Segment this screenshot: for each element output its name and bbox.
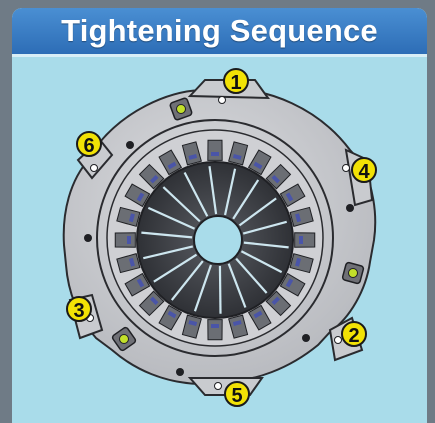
- diaphragm-tooth: [279, 272, 306, 297]
- spline-mark: [136, 192, 145, 202]
- diaphragm-tooth: [265, 163, 292, 190]
- diaphragm-tooth: [265, 290, 292, 317]
- spline-mark: [285, 278, 294, 288]
- bolt-hole: [346, 204, 354, 212]
- diaphragm-finger-slot: [170, 260, 204, 301]
- bolt-head: [341, 261, 365, 285]
- diaphragm-finger-slot: [162, 186, 201, 223]
- diaphragm-tooth: [247, 149, 272, 176]
- diaphragm-finger-slot: [183, 172, 209, 217]
- spline-mark: [253, 161, 263, 170]
- diaphragm-teeth: [114, 139, 316, 341]
- spline-mark: [271, 296, 281, 306]
- diaphragm-tooth: [247, 304, 272, 331]
- ear-hole: [90, 164, 98, 172]
- bolt-hole: [126, 141, 134, 149]
- diaphragm-tooth: [289, 253, 314, 274]
- diaphragm-finger-slot: [193, 264, 212, 312]
- diaphragm-finger-slot: [235, 257, 268, 294]
- sequence-label-3: 3: [66, 296, 92, 322]
- sequence-label-6: 6: [76, 131, 102, 157]
- ear-hole: [214, 382, 222, 390]
- spline-mark: [295, 213, 302, 223]
- diaphragm-tooth: [294, 232, 316, 248]
- spline-mark: [232, 153, 242, 160]
- spline-mark: [232, 320, 242, 327]
- diaphragm-finger-slot: [232, 179, 260, 220]
- bolt-hole: [176, 368, 184, 376]
- center-hub-hole: [193, 215, 243, 265]
- svg-text:4: 4: [358, 161, 370, 183]
- sequence-label-4: 4: [351, 157, 377, 183]
- diaphragm-finger-slot: [243, 241, 289, 249]
- diaphragm-tooth: [116, 206, 141, 227]
- diaphragm-tooth: [289, 206, 314, 227]
- bolt-head: [169, 97, 193, 121]
- bolt-head: [111, 326, 137, 352]
- spline-mark: [167, 310, 177, 319]
- diaphragm-tooth: [181, 141, 202, 166]
- cover-inner-rim: [96, 119, 334, 357]
- svg-text:5: 5: [231, 385, 242, 407]
- ear-hole: [218, 96, 226, 104]
- sequence-label-2: 2: [341, 321, 367, 347]
- spline-mark: [167, 161, 177, 170]
- spline-mark: [136, 278, 145, 288]
- diaphragm-tooth: [138, 163, 165, 190]
- diaphragm-tooth: [228, 314, 249, 339]
- diaphragm-tooth: [114, 232, 136, 248]
- ear-hole: [342, 164, 350, 172]
- spline-mark: [188, 320, 198, 327]
- diaphragm-tooth: [228, 141, 249, 166]
- svg-text:6: 6: [83, 135, 94, 157]
- spline-mark: [271, 174, 281, 184]
- bolt-hole: [84, 234, 92, 242]
- diaphragm-finger-slot: [238, 197, 277, 227]
- spline-mark: [295, 257, 302, 267]
- diaphragm-finger-slot: [242, 220, 288, 235]
- spline-mark: [149, 296, 159, 306]
- diaphragm-finger-slot: [240, 250, 283, 274]
- diaphragm-tooth: [207, 319, 223, 341]
- diaphragm-finger-slot: [223, 168, 237, 216]
- spline-mark: [299, 236, 303, 244]
- diaphragm-tooth: [138, 290, 165, 317]
- diaphragm-tooth: [116, 253, 141, 274]
- title-banner: [12, 8, 427, 57]
- diaphragm-finger-slot: [208, 166, 218, 215]
- diaphragm-tooth: [279, 183, 306, 208]
- diaphragm-tooth: [158, 304, 183, 331]
- diaphragm-tooth: [124, 183, 151, 208]
- diaphragm-finger-slot: [147, 206, 196, 230]
- diaphragm-tooth: [158, 149, 183, 176]
- diaphragm-finger-slot: [218, 265, 222, 314]
- bolt-hole: [302, 334, 310, 342]
- diaphragm-finger-slot: [227, 263, 247, 308]
- svg-text:3: 3: [73, 300, 84, 322]
- svg-text:1: 1: [230, 72, 241, 94]
- spline-mark: [285, 192, 294, 202]
- diaphragm-tooth: [181, 314, 202, 339]
- spline-mark: [128, 213, 135, 223]
- spline-mark: [211, 152, 219, 156]
- diaphragm-finger-slot: [153, 253, 198, 283]
- svg-text:2: 2: [348, 325, 359, 347]
- diaphragm-tooth: [124, 272, 151, 297]
- sequence-label-1: 1: [223, 68, 249, 94]
- spline-mark: [211, 324, 219, 328]
- diaphragm-finger-slot: [143, 245, 194, 260]
- sequence-label-5: 5: [224, 381, 250, 407]
- diaphragm-finger-slot: [141, 231, 193, 239]
- page-title: Tightening Sequence: [61, 13, 378, 48]
- diaphragm-tooth: [207, 139, 223, 161]
- spline-mark: [188, 153, 198, 160]
- diaphragm-fingers: [141, 166, 289, 314]
- ear-hole: [334, 336, 342, 344]
- spline-mark: [128, 257, 135, 267]
- spline-mark: [253, 310, 263, 319]
- spline-mark: [127, 236, 131, 244]
- spline-mark: [149, 174, 159, 184]
